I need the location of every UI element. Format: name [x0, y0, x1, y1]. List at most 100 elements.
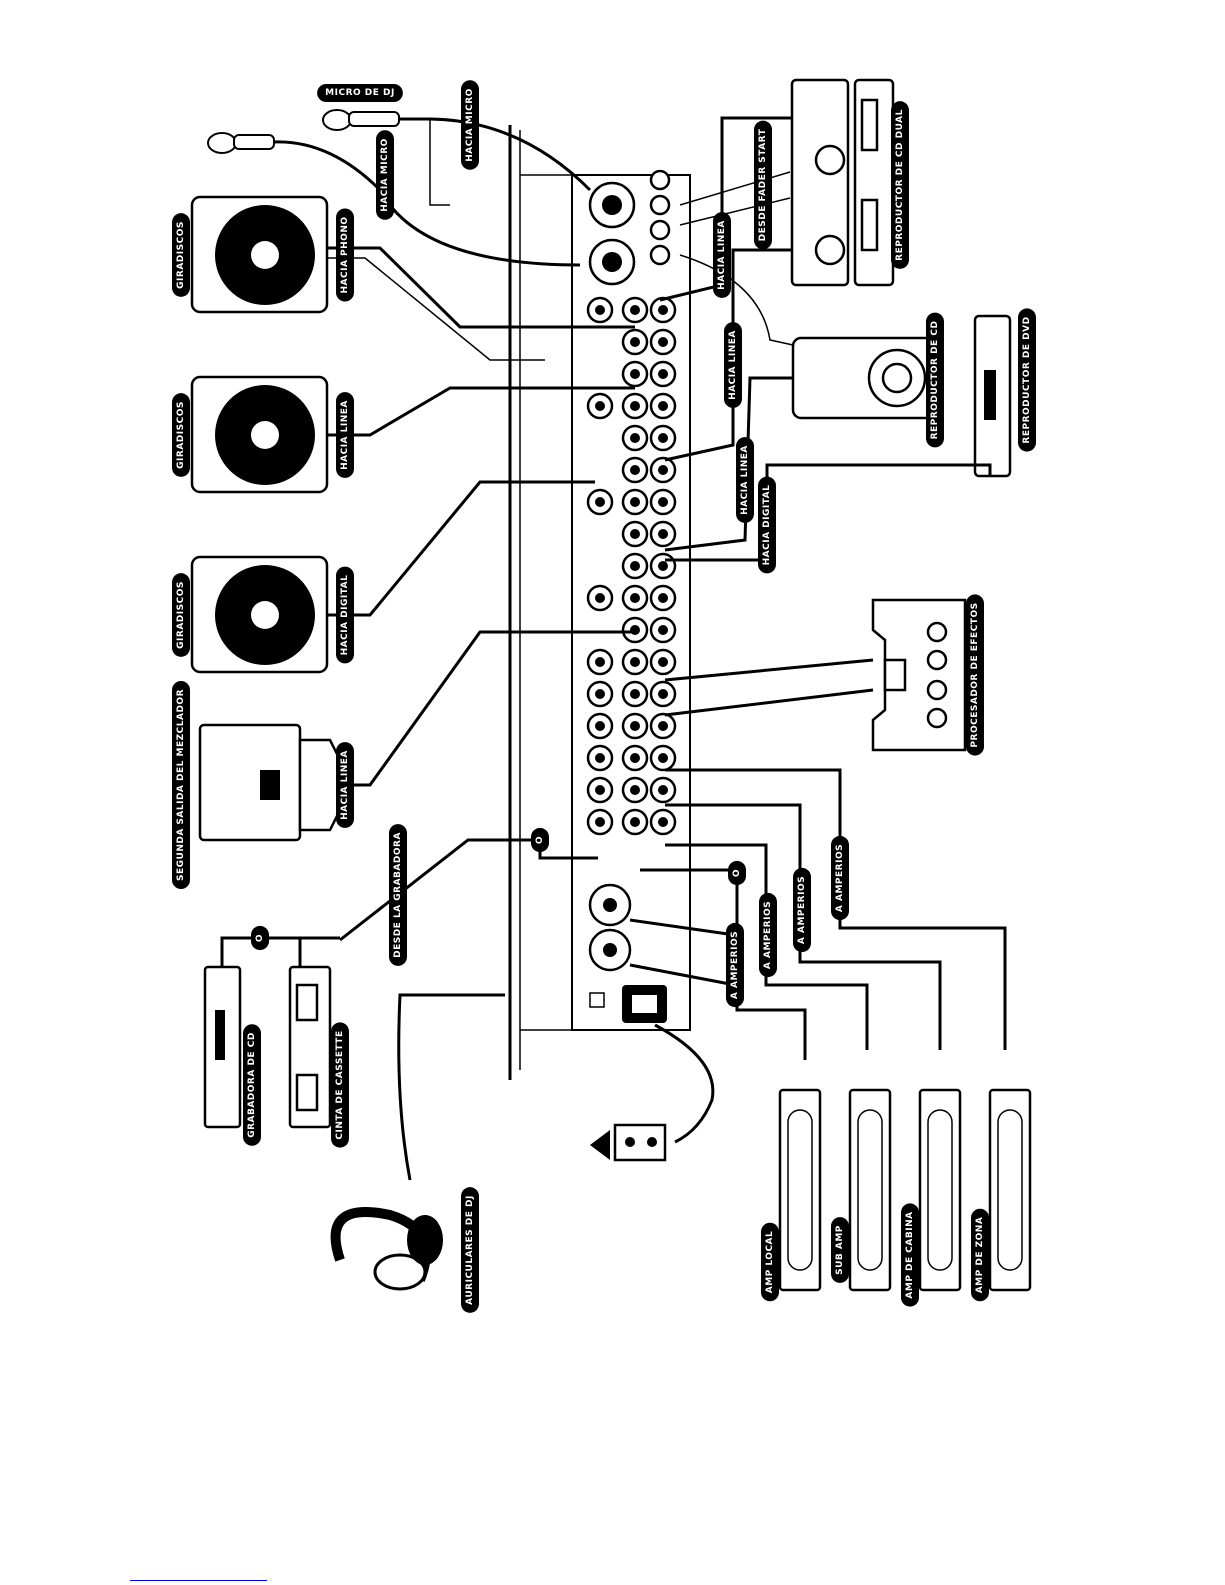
label-giradiscos: GIRADISCOS — [172, 573, 190, 657]
svg-text:HACIA PHONO: HACIA PHONO — [340, 216, 350, 293]
label-a-amperios: A AMPERIOS — [831, 835, 849, 921]
label-o: O — [728, 860, 746, 886]
svg-text:REPRODUCTOR DE CD DUAL: REPRODUCTOR DE CD DUAL — [895, 109, 905, 261]
label-giradiscos: GIRADISCOS — [172, 213, 190, 297]
headphones-icon — [330, 1207, 443, 1291]
quarter-inch-jack — [649, 169, 671, 191]
svg-text:SUB AMP: SUB AMP — [835, 1225, 845, 1275]
label-hacia-micro: HACIA MICRO — [376, 130, 394, 220]
svg-text:CINTA DE CASSETTE: CINTA DE CASSETTE — [335, 1030, 345, 1139]
svg-text:REPRODUCTOR DE CD: REPRODUCTOR DE CD — [930, 321, 940, 440]
label-micro-dj: MICRO DE DJ — [317, 84, 403, 102]
svg-text:AMP LOCAL: AMP LOCAL — [765, 1231, 775, 1294]
amplifier-icon — [848, 1088, 892, 1292]
cd-recorder-icon — [203, 965, 242, 1129]
xlr-output-2 — [588, 928, 632, 972]
label-a-amperios: A AMPERIOS — [759, 892, 777, 978]
mixer-icon — [198, 723, 342, 842]
svg-text:O: O — [732, 869, 742, 877]
label-hacia-digital: HACIA DIGITAL — [758, 476, 776, 574]
footer-link-underline — [130, 1580, 267, 1581]
svg-text:MICRO DE DJ: MICRO DE DJ — [325, 88, 395, 98]
label-hacia-micro: HACIA MICRO — [461, 80, 479, 170]
label-amp-cabina: AMP DE CABINA — [901, 1203, 919, 1307]
svg-text:PROCESADOR DE EFECTOS: PROCESADOR DE EFECTOS — [970, 602, 980, 747]
svg-text:HACIA LINEA: HACIA LINEA — [728, 330, 738, 400]
svg-text:HACIA LINEA: HACIA LINEA — [717, 220, 727, 290]
svg-text:A AMPERIOS: A AMPERIOS — [797, 876, 807, 944]
amplifier-icon — [918, 1088, 962, 1292]
quarter-inch-jack — [649, 244, 671, 266]
label-o: O — [251, 925, 269, 951]
label-hacia-linea: HACIA LINEA — [736, 437, 754, 523]
label-amp-local: AMP LOCAL — [761, 1222, 779, 1302]
quarter-inch-jack — [649, 194, 671, 216]
svg-text:GIRADISCOS: GIRADISCOS — [176, 401, 186, 469]
label-reproductor-cd-dual: REPRODUCTOR DE CD DUAL — [891, 101, 909, 269]
svg-text:DESDE LA GRABADORA: DESDE LA GRABADORA — [393, 832, 403, 958]
label-reproductor-dvd: REPRODUCTOR DE DVD — [1018, 308, 1036, 452]
label-cinta-cassette: CINTA DE CASSETTE — [331, 1022, 349, 1148]
label-hacia-linea: HACIA LINEA — [713, 212, 731, 298]
label-auriculares: AURICULARES DE DJ — [461, 1187, 479, 1313]
svg-text:O: O — [255, 934, 265, 942]
label-giradiscos: GIRADISCOS — [172, 393, 190, 477]
svg-text:AURICULARES DE DJ: AURICULARES DE DJ — [465, 1195, 475, 1305]
label-desde-grabadora: DESDE LA GRABADORA — [389, 824, 407, 966]
svg-text:A AMPERIOS: A AMPERIOS — [835, 844, 845, 912]
power-switch — [589, 992, 605, 1008]
svg-text:HACIA MICRO: HACIA MICRO — [380, 138, 390, 212]
label-a-amperios: A AMPERIOS — [793, 867, 811, 953]
label-desde-fader-start: DESDE FADER START — [754, 120, 772, 250]
amplifier-icon — [778, 1088, 822, 1292]
effects-processor-icon — [871, 598, 967, 752]
svg-text:GIRADISCOS: GIRADISCOS — [176, 581, 186, 649]
svg-text:SEGUNDA SALIDA DEL MEZCLADOR: SEGUNDA SALIDA DEL MEZCLADOR — [176, 689, 186, 881]
label-hacia-phono: HACIA PHONO — [336, 208, 354, 302]
svg-text:HACIA LINEA: HACIA LINEA — [740, 445, 750, 515]
svg-text:HACIA DIGITAL: HACIA DIGITAL — [762, 485, 772, 566]
svg-text:DESDE FADER START: DESDE FADER START — [758, 128, 768, 241]
label-procesador-efectos: PROCESADOR DE EFECTOS — [966, 594, 984, 756]
dvd-player-icon — [973, 314, 1012, 478]
microphone-icon — [207, 132, 275, 154]
svg-text:GRABADORA DE CD: GRABADORA DE CD — [247, 1032, 257, 1138]
power-outlet-icon — [613, 1123, 667, 1162]
label-hacia-linea: HACIA LINEA — [336, 392, 354, 478]
svg-text:HACIA MICRO: HACIA MICRO — [465, 88, 475, 162]
turntable-icon — [190, 555, 329, 674]
label-segunda-salida: SEGUNDA SALIDA DEL MEZCLADOR — [172, 680, 190, 890]
label-sub-amp: SUB AMP — [831, 1217, 849, 1283]
cassette-deck-icon — [288, 965, 332, 1129]
xlr-output-1 — [588, 883, 632, 927]
label-reproductor-cd: REPRODUCTOR DE CD — [926, 312, 944, 448]
cd-player-icon — [791, 336, 940, 420]
cd-player-icon — [790, 78, 895, 287]
label-a-amperios: A AMPERIOS — [726, 922, 744, 1008]
svg-text:REPRODUCTOR DE DVD: REPRODUCTOR DE DVD — [1022, 316, 1032, 443]
svg-text:A AMPERIOS: A AMPERIOS — [763, 901, 773, 969]
turntable-icon — [190, 375, 329, 494]
xlr-combo-jack-1 — [588, 181, 636, 229]
svg-text:HACIA LINEA: HACIA LINEA — [340, 400, 350, 470]
svg-text:A AMPERIOS: A AMPERIOS — [730, 931, 740, 999]
label-hacia-linea: HACIA LINEA — [336, 742, 354, 828]
mixer-rear-panel — [508, 125, 691, 1080]
svg-text:AMP DE CABINA: AMP DE CABINA — [905, 1211, 915, 1298]
label-amp-zona: AMP DE ZONA — [971, 1208, 989, 1302]
label-o: O — [531, 827, 549, 853]
warning-icon — [590, 1130, 610, 1160]
turntable-icon — [190, 195, 329, 314]
amplifier-icon — [988, 1088, 1032, 1292]
label-hacia-linea: HACIA LINEA — [724, 322, 742, 408]
label-grabadora-cd: GRABADORA DE CD — [243, 1024, 261, 1146]
quarter-inch-jack — [649, 219, 671, 241]
svg-text:HACIA LINEA: HACIA LINEA — [340, 750, 350, 820]
svg-text:AMP DE ZONA: AMP DE ZONA — [975, 1217, 985, 1294]
svg-text:HACIA DIGITAL: HACIA DIGITAL — [340, 575, 350, 656]
svg-text:O: O — [535, 836, 545, 844]
label-hacia-digital: HACIA DIGITAL — [336, 566, 354, 664]
xlr-combo-jack-2 — [588, 238, 636, 286]
microphone-icon — [322, 109, 400, 131]
